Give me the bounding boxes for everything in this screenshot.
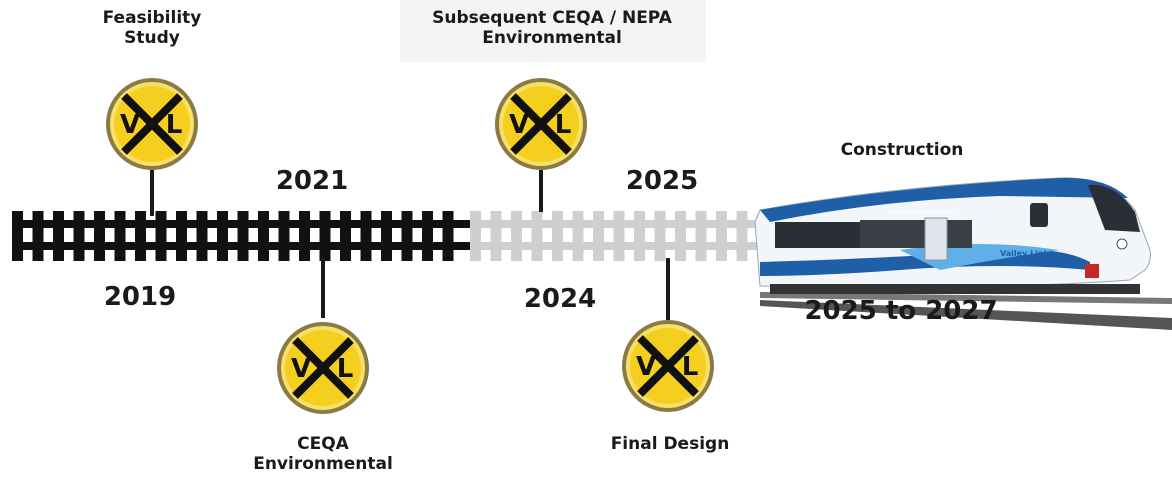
year-2019: 2019 (103, 282, 177, 312)
train-tag: Powered by Hydrogen (890, 209, 956, 216)
stem-ceqa (321, 258, 325, 318)
year-2025: 2025 (625, 166, 699, 196)
stem-final-design (666, 258, 670, 320)
svg-text:L: L (555, 110, 572, 140)
stem-feasibility (150, 170, 154, 216)
completed-track (12, 211, 470, 261)
svg-text:L: L (682, 352, 699, 382)
milestone-construction: Construction (840, 140, 964, 160)
label-highlight (400, 0, 706, 62)
hydrogen-train: Powered by Hydrogen Valley Link H₂ (754, 177, 1172, 330)
year-2024: 2024 (523, 284, 597, 314)
svg-text:V: V (509, 110, 529, 140)
svg-text:V: V (636, 352, 656, 382)
year-2021: 2021 (275, 166, 349, 196)
svg-text:L: L (337, 354, 354, 384)
svg-text:V: V (120, 110, 140, 140)
svg-text:L: L (166, 110, 183, 140)
train-brand: Valley Link (1000, 249, 1050, 258)
year-construction-range: 2025 to 2027 (804, 296, 998, 326)
milestone-final-design: Final Design (610, 434, 730, 454)
svg-text:V: V (291, 354, 311, 384)
hydrogen-badge: H₂ (1070, 255, 1081, 264)
stem-nepa (539, 170, 543, 212)
future-track (470, 211, 760, 261)
